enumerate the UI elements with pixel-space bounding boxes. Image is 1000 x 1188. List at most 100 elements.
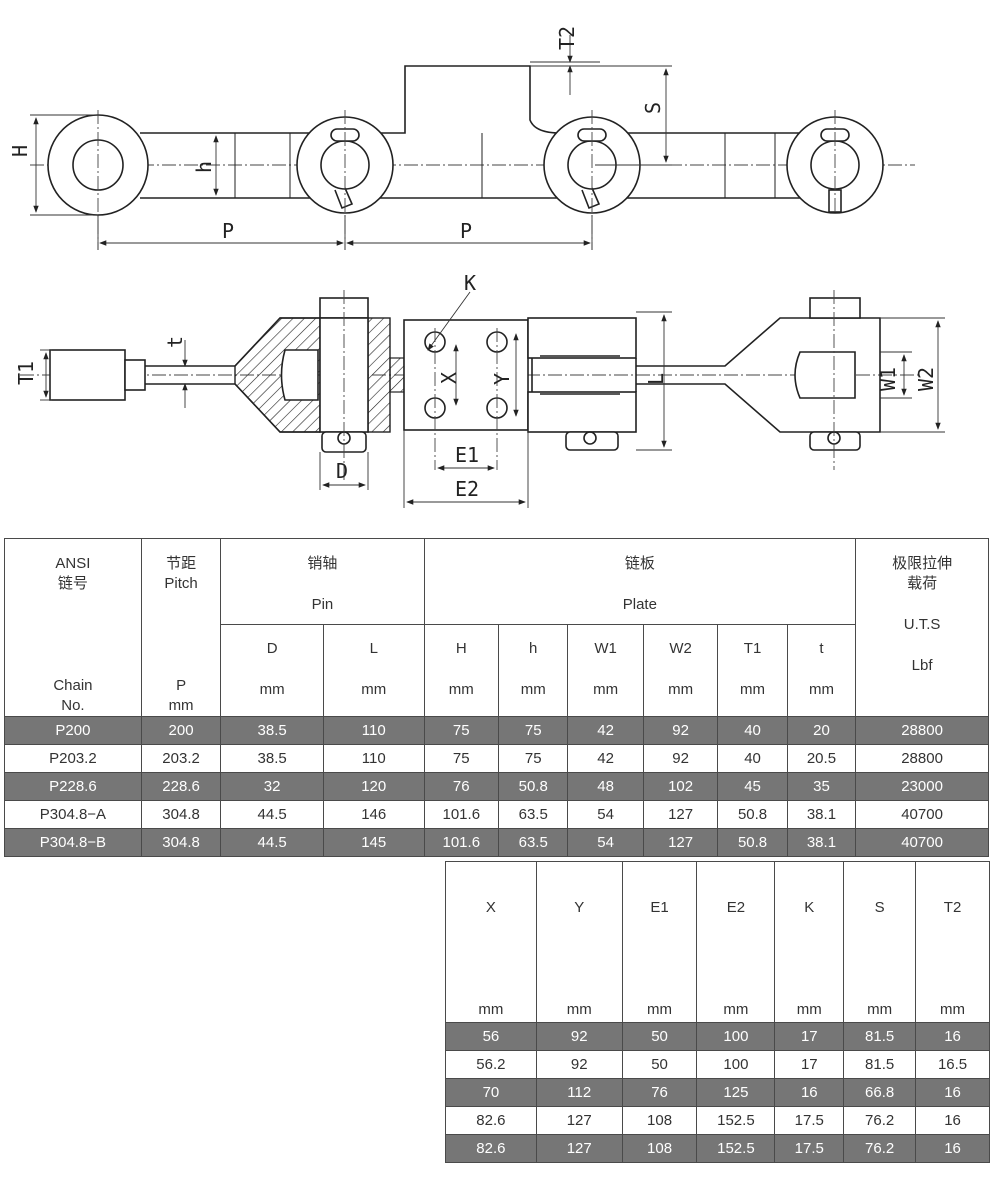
table-cell: 81.5 [843, 1022, 917, 1051]
header-plate-cn: 链板 [624, 555, 655, 572]
table-cell: 75 [423, 716, 500, 745]
table-cell: 50.8 [497, 772, 569, 801]
header-pin-cn: 销轴 [307, 555, 338, 572]
label-h: h [192, 161, 216, 173]
label-t: t [163, 336, 187, 348]
header-p-label: P [176, 677, 187, 694]
table-cell: 152.5 [696, 1106, 776, 1135]
table-cell: 127 [535, 1106, 623, 1135]
table-cell: 38.1 [786, 828, 857, 857]
table-cell: 44.5 [220, 828, 324, 857]
table-cell: 28800 [855, 716, 989, 745]
table-cell: P228.6 [4, 772, 142, 801]
table-cell: 40 [717, 744, 788, 773]
dim-header-name: E1 [650, 899, 669, 916]
table-cell: 76.2 [843, 1134, 917, 1163]
dim-header-unit: mm [940, 1001, 966, 1018]
table-cell: 50.8 [717, 800, 788, 829]
table-cell: P304.8−B [4, 828, 142, 857]
table-cell: P203.2 [4, 744, 142, 773]
header-col-name: D [266, 640, 278, 658]
table-cell: 112 [535, 1078, 623, 1107]
label-P-1: P [222, 219, 234, 243]
table-cell: 63.5 [497, 828, 569, 857]
table-cell: 38.5 [220, 716, 324, 745]
table-cell: 127 [535, 1134, 623, 1163]
table-cell: 108 [621, 1134, 698, 1163]
dim-header-unit: mm [867, 1001, 893, 1018]
table-cell: 203.2 [140, 744, 222, 773]
table-cell: 50 [621, 1022, 698, 1051]
table-cell: 17 [774, 1050, 845, 1079]
table-cell: 127 [642, 800, 719, 829]
table-cell: 17.5 [774, 1106, 845, 1135]
label-D: D [336, 459, 348, 483]
table-cell: 304.8 [140, 828, 222, 857]
header-chain-label: Chain [53, 677, 93, 694]
table-cell: 152.5 [696, 1134, 776, 1163]
label-E1: E1 [455, 443, 479, 467]
header-ansi-cn-label: 链号 [57, 575, 88, 592]
table-cell: 16 [915, 1106, 990, 1135]
table-cell: 42 [567, 716, 644, 745]
label-H: H [8, 145, 32, 157]
header-pitch-cn: 节距 [166, 555, 197, 572]
header-col-name: W2 [669, 640, 692, 658]
table-cell: 108 [621, 1106, 698, 1135]
table-cell: 32 [220, 772, 324, 801]
label-L: L [644, 373, 668, 385]
table-cell: 54 [567, 800, 644, 829]
table-cell: 16 [915, 1134, 990, 1163]
table-cell: 101.6 [423, 800, 500, 829]
label-Y: Y [490, 373, 514, 385]
table-cell: 110 [322, 716, 425, 745]
label-K: K [464, 271, 476, 295]
chain-technical-drawing: H h P P T2 S [8, 26, 945, 508]
dim-header-name: E2 [726, 899, 746, 916]
table-cell: 16 [915, 1022, 990, 1051]
table-cell: 40700 [855, 800, 989, 829]
table-cell: 70 [445, 1078, 537, 1107]
table-cell: 76.2 [843, 1106, 917, 1135]
plan-view: K X Y t T1 L W1 W2 D E1 [14, 271, 945, 508]
header-col-name: H [455, 640, 467, 658]
table-cell: 35 [786, 772, 857, 801]
table-cell: 146 [322, 800, 425, 829]
table-cell: 56 [445, 1022, 537, 1051]
table-cell: 44.5 [220, 800, 324, 829]
table-cell: 92 [535, 1050, 623, 1079]
table-cell: 82.6 [445, 1134, 537, 1163]
header-col-name: T1 [743, 640, 762, 658]
table-cell: 40 [717, 716, 788, 745]
table-cell: 100 [696, 1050, 776, 1079]
table-cell: 92 [642, 744, 719, 773]
table-cell: 54 [567, 828, 644, 857]
table-cell: 75 [497, 744, 569, 773]
table-cell: 38.5 [220, 744, 324, 773]
header-col-unit: mm [593, 681, 619, 699]
label-P-2: P [460, 219, 472, 243]
table-cell: 45 [717, 772, 788, 801]
table-cell: 81.5 [843, 1050, 917, 1079]
table-cell: 17.5 [774, 1134, 845, 1163]
dim-header-unit: mm [723, 1001, 749, 1018]
table-cell: 102 [642, 772, 719, 801]
header-pitch-en: Pitch [164, 575, 198, 592]
table-cell: 16 [915, 1078, 990, 1107]
side-view: H h P P T2 S [8, 26, 915, 250]
